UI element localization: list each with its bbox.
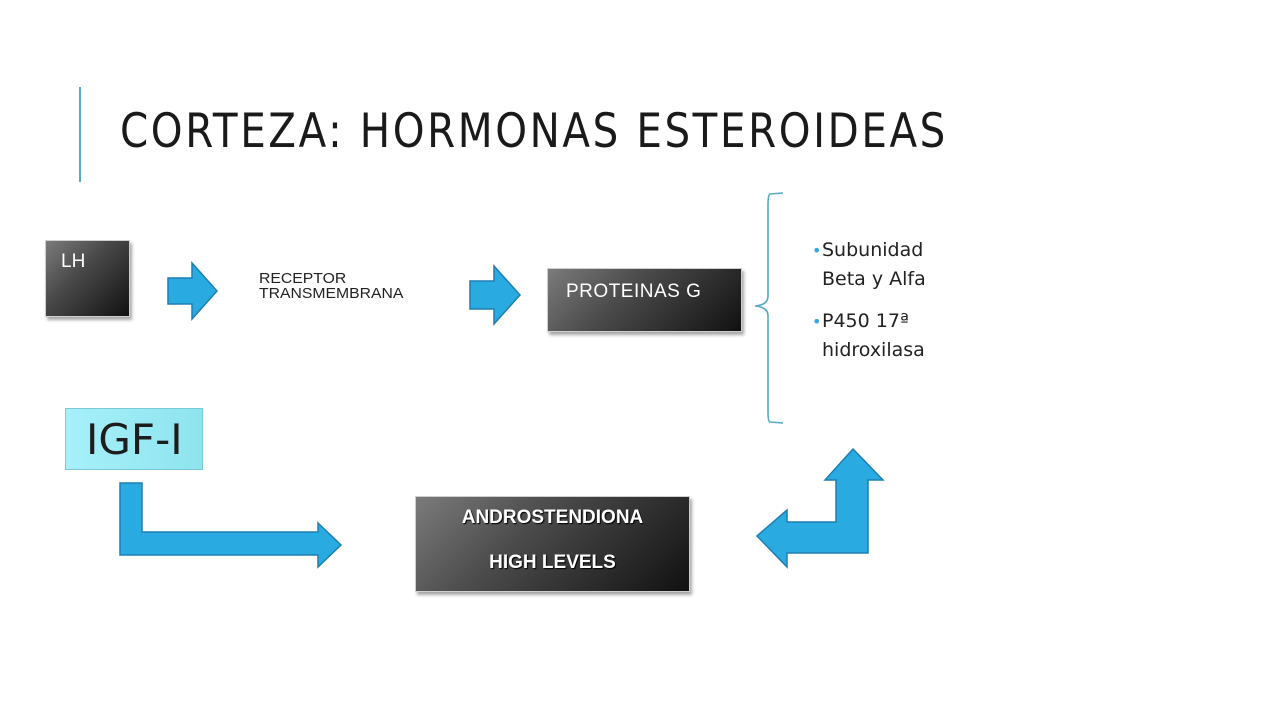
lh-label: LH: [61, 251, 86, 272]
arrow-receptor-to-proteinas-icon: [469, 264, 522, 326]
arrow-to-brace-up-icon: [755, 447, 885, 569]
slide-title: CORTEZA: HORMONAS ESTEROIDEAS: [120, 104, 948, 159]
bullet-2-line-1: P450 17ª: [822, 310, 909, 332]
igf-box: IGF-I: [65, 408, 203, 470]
high-levels-label: HIGH LEVELS: [489, 552, 616, 573]
igf-label: IGF-I: [86, 415, 183, 464]
arrow-igf-to-androstendiona-icon: [119, 482, 343, 569]
bullet-dot-icon: •: [812, 241, 822, 260]
receptor-line-1: RECEPTOR: [259, 270, 347, 287]
receptor-label: RECEPTOR TRANSMEMBRANA: [259, 271, 403, 301]
proteinas-label: PROTEINAS G: [566, 281, 702, 302]
bullet-item-subunidad: • Subunidad Beta y Alfa: [812, 236, 1012, 294]
androstendiona-box: ANDROSTENDIONA HIGH LEVELS: [415, 496, 690, 592]
androstendiona-label: ANDROSTENDIONA: [461, 507, 644, 528]
arrow-lh-to-receptor-icon: [167, 261, 219, 321]
lh-box: LH: [45, 240, 130, 317]
bullet-list: • Subunidad Beta y Alfa • P450 17ª hidro…: [812, 236, 1012, 378]
title-accent-bar: [79, 87, 81, 182]
bullet-dot-icon: •: [812, 312, 822, 331]
bullet-1-line-1: Subunidad: [822, 239, 924, 261]
bullet-item-p450: • P450 17ª hidroxilasa: [812, 307, 1012, 365]
proteinas-box: PROTEINAS G: [547, 268, 742, 332]
brace-icon: [754, 192, 784, 424]
bullet-2-line-2: hidroxilasa: [822, 339, 925, 361]
bullet-1-line-2: Beta y Alfa: [822, 268, 926, 290]
receptor-line-2: TRANSMEMBRANA: [259, 285, 404, 302]
